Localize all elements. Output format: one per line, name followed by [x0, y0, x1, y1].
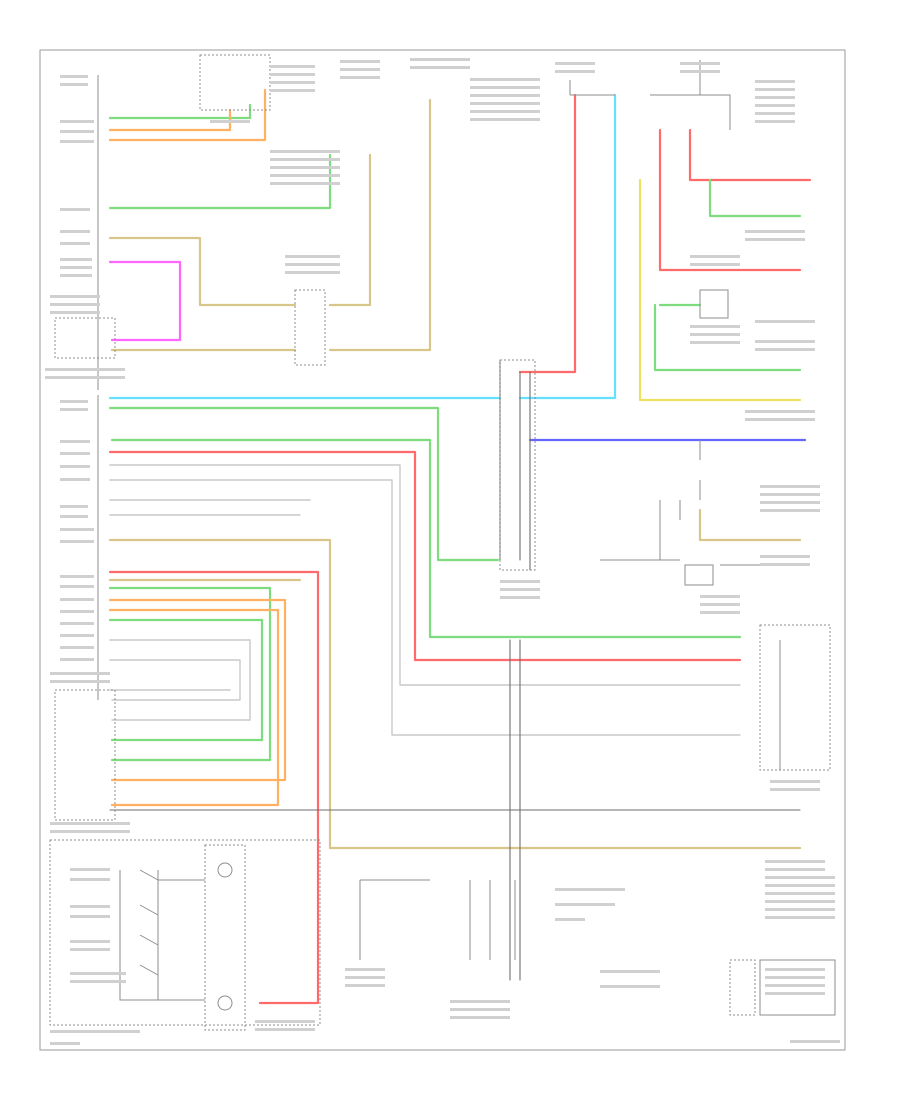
wire-magenta-top — [108, 260, 182, 342]
wire-tan-lower — [108, 508, 802, 850]
wire-red-main — [108, 93, 742, 662]
switch-block-right — [759, 624, 831, 771]
wire-cyan-main — [108, 93, 617, 400]
module-center — [294, 289, 326, 366]
sensor-block-upper-left — [54, 317, 116, 359]
wire-green-main — [108, 406, 742, 639]
wire-gray-1 — [109, 464, 741, 736]
wire-red-right — [658, 128, 812, 272]
wire-green-top-1 — [108, 103, 252, 120]
wire-red-lower — [108, 570, 320, 1005]
ground-lines-bottom — [359, 879, 516, 960]
wire-orange-lower — [108, 598, 287, 807]
switch-block-lower-left — [49, 839, 321, 1026]
right-side-lines — [600, 440, 800, 770]
steering-clock-spring — [204, 844, 246, 1031]
connector-bottom-right — [729, 959, 756, 1016]
wire-yellow-right — [638, 178, 802, 402]
relay-right-mid — [684, 564, 714, 586]
clock-spring-coil-bottom — [217, 995, 233, 1011]
steering-switches — [119, 869, 205, 1001]
wire-orange-top-2 — [108, 88, 267, 142]
relay-top — [199, 54, 271, 111]
wire-gray-2 — [109, 639, 251, 721]
module-bottom-right — [759, 959, 836, 1016]
joint-connector-center — [499, 359, 536, 571]
clock-spring-coil-top — [217, 862, 233, 878]
wire-green-right — [653, 178, 802, 372]
wire-green-lower — [108, 586, 272, 762]
wire-green-top-2 — [108, 153, 332, 210]
wire-tan-top — [108, 98, 432, 352]
diagram-border — [39, 49, 846, 1051]
wire-orange-top-1 — [108, 108, 232, 132]
relay-right-upper — [699, 289, 729, 319]
sensor-block-mid-left — [54, 689, 116, 821]
top-right-switch — [569, 60, 731, 130]
